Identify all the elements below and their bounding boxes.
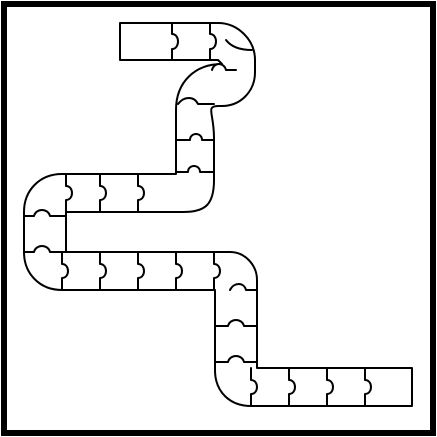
puzzle-path-canvas [0, 0, 437, 437]
puzzle-path-board [0, 0, 437, 437]
